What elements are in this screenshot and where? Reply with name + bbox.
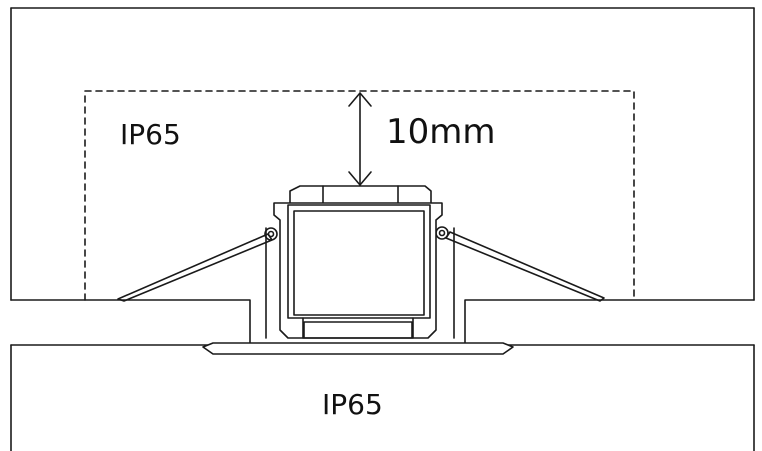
ceiling-panel-right [464,299,755,346]
spring-clip-left [117,227,278,302]
clearance-dimension-label: 10mm [386,112,496,152]
spring-clip-right [435,226,605,302]
upper-ip-rating-label: IP65 [120,118,181,151]
lower-ip-rating-label: IP65 [322,388,383,421]
trim-flange [202,342,514,355]
ceiling-panel-left [10,299,251,346]
luminaire-housing [265,185,455,339]
ip65-zone-boundary [84,90,635,301]
clearance-dimension-arrow [348,92,372,186]
